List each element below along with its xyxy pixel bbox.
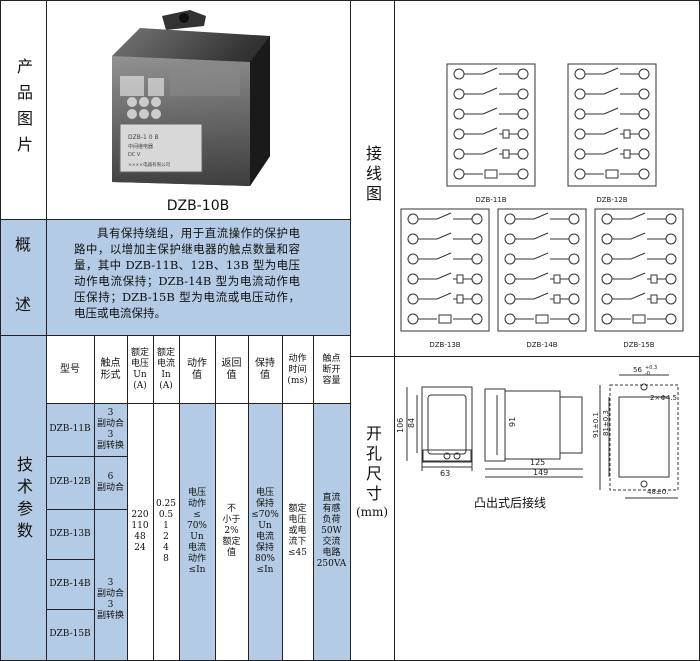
dim-48: 48±0. bbox=[647, 488, 668, 496]
spec-time: 额定 电压 或电 流下 ≤45 bbox=[288, 504, 307, 558]
spec-model-5: DZB-15B bbox=[49, 629, 91, 639]
svg-text:DC V: DC V bbox=[128, 152, 141, 158]
svg-text:××××电器有限公司: ××××电器有限公司 bbox=[128, 161, 170, 168]
dim-149: 149 bbox=[533, 468, 548, 477]
spec-contact-2: 6 副动合 bbox=[96, 471, 124, 493]
spec-header-current: 额定 电流 In (A) bbox=[156, 348, 175, 391]
spec-model-2: DZB-12B bbox=[49, 477, 91, 487]
dim-84: 84 bbox=[407, 418, 416, 428]
wiring-diagram-label: DZB-12B bbox=[596, 196, 627, 204]
wiring-diagram-3: DZB-13B bbox=[400, 208, 490, 349]
wiring-diagram-label: DZB-15B bbox=[623, 341, 654, 349]
wiring-diagram-label: DZB-13B bbox=[429, 341, 460, 349]
spec-action-col-bg bbox=[179, 403, 215, 661]
wiring-diagram-1: DZB-11B bbox=[446, 63, 536, 204]
dim-91: 91 bbox=[508, 417, 517, 427]
spec-header-action: 动作 值 bbox=[187, 358, 207, 381]
dim-hole: 2×Φ4.5 bbox=[650, 394, 677, 402]
overview-label-bg bbox=[0, 219, 46, 335]
spec-current: 0.25 0.5 1 2 4 8 bbox=[155, 498, 177, 564]
cutout-caption: 凸出式后接线 bbox=[473, 496, 546, 510]
spec-contact-1: 3 副动合 3 副转换 bbox=[96, 407, 124, 451]
overview-label-top: 概 bbox=[14, 235, 31, 254]
dim-81-tol: 81±0.3 bbox=[602, 410, 610, 436]
spec-header-return: 返回 值 bbox=[221, 358, 242, 381]
relay-photo: DZB-1 0 B 中间继电器 DC V ××××电器有限公司 bbox=[112, 10, 270, 186]
dim-106: 106 bbox=[396, 418, 405, 433]
spec-header-capacity: 触点 断开 容量 bbox=[322, 353, 341, 386]
spec-model-1: DZB-11B bbox=[49, 424, 91, 434]
product-model-label: DZB-10B bbox=[166, 198, 230, 214]
wiring-diagram-label: DZB-14B bbox=[526, 341, 557, 349]
spec-capacity: 直流 有感 负荷 50W 交流 电路 250VA bbox=[316, 493, 347, 569]
dim-56-tol: +0.3 bbox=[645, 365, 657, 371]
relay-face-text: DZB-1 0 B bbox=[128, 134, 159, 141]
spec-header-time: 动作 时间 (ms) bbox=[287, 353, 308, 386]
spec-header-model: 型号 bbox=[60, 364, 80, 375]
spec-hold: 电压 保持 ≤70% Un 电流 保持 80% ≤In bbox=[251, 487, 279, 575]
cutout-label: 开孔尺寸 bbox=[363, 425, 382, 505]
spec-hold-col-bg bbox=[248, 403, 282, 661]
spec-contact-col-bg bbox=[94, 403, 127, 661]
wiring-label: 接线图 bbox=[363, 145, 382, 205]
photo-label: 产品图片 bbox=[14, 58, 33, 162]
dim-63: 63 bbox=[440, 469, 450, 478]
cutout-drawing: 106 84 63 91 125 149 91±0.1 81±0.3 56 +0… bbox=[396, 365, 679, 499]
spec-voltage: 220 110 48 24 bbox=[131, 509, 149, 553]
wiring-diagrams: DZB-11B DZB-12B DZB-13B DZB-14B DZB-15B bbox=[400, 63, 684, 349]
dim-125: 125 bbox=[530, 458, 545, 467]
spec-label-bg bbox=[0, 335, 46, 661]
spec-label: 技术参数 bbox=[14, 456, 33, 544]
spec-model-col-bg bbox=[46, 403, 94, 661]
spec-model-4: DZB-14B bbox=[49, 578, 91, 589]
wiring-diagram-2: DZB-12B bbox=[567, 63, 657, 204]
spec-action: 电压 动作 ≤ 70% Un 电流 动作 ≤In bbox=[186, 487, 207, 575]
overview-text-bg bbox=[46, 219, 350, 335]
dim-56-tol-low: -0 bbox=[645, 371, 650, 377]
overview-label-bottom: 述 bbox=[14, 295, 31, 314]
wiring-diagram-5: DZB-15B bbox=[594, 208, 684, 349]
dim-56: 56 bbox=[633, 366, 642, 374]
spec-contact-3: 3 副动合 3 副转换 bbox=[96, 578, 124, 621]
spec-header-voltage: 额定 电压 Un (A) bbox=[130, 348, 149, 391]
spec-return: 不 小于 2% 额定 值 bbox=[222, 504, 241, 558]
cutout-unit: (mm) bbox=[355, 505, 389, 519]
spec-model-3: DZB-13B bbox=[49, 528, 91, 539]
spec-header-contact: 触点 形式 bbox=[100, 358, 121, 381]
svg-text:中间继电器: 中间继电器 bbox=[128, 143, 153, 150]
wiring-diagram-label: DZB-11B bbox=[475, 196, 506, 204]
spec-header-hold: 保持 值 bbox=[255, 358, 275, 381]
wiring-diagram-4: DZB-14B bbox=[497, 208, 587, 349]
overview-text: 具有保持绕组，用于直流操作的保护电路中，以增加主保护继电器的触点数量和容量，其中… bbox=[74, 226, 300, 320]
spec-capacity-col-bg bbox=[313, 403, 350, 661]
dim-91-tol: 91±0.1 bbox=[592, 412, 600, 438]
